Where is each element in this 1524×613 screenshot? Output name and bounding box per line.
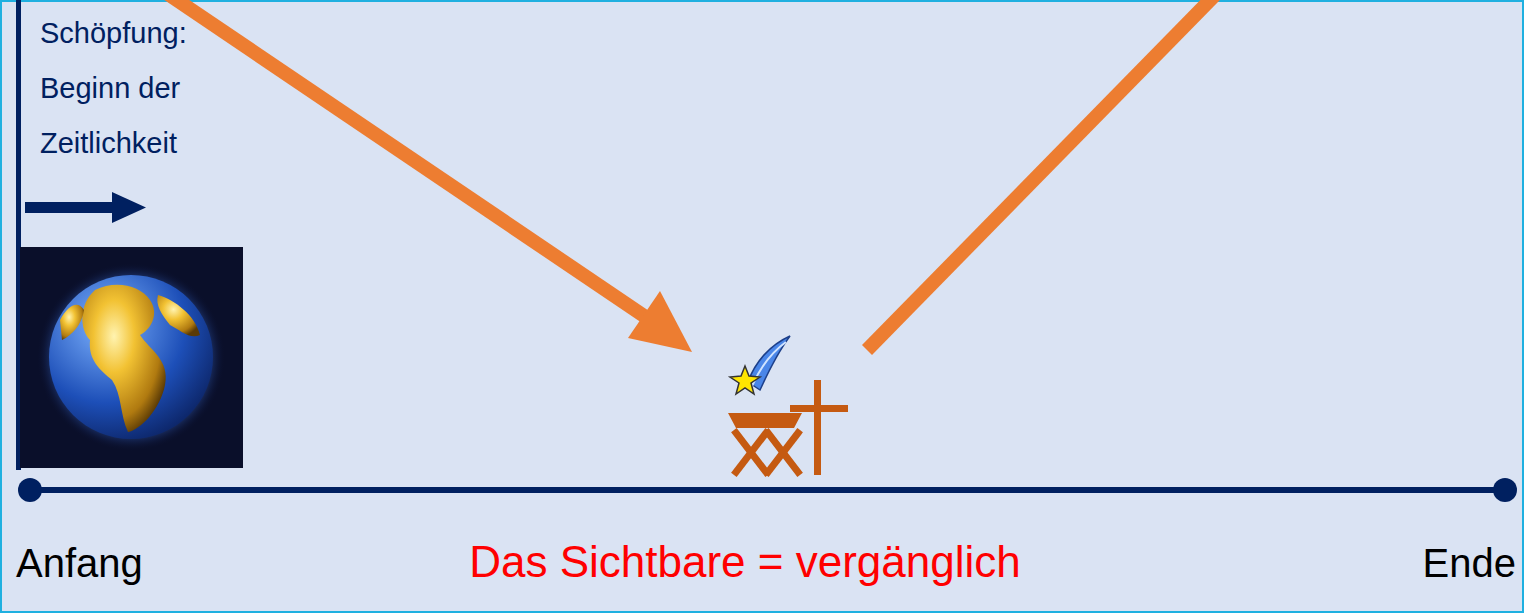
cross-symbol — [790, 380, 848, 475]
incarnation-arrows — [165, 0, 1218, 352]
time-arrow — [25, 192, 146, 223]
star-symbol — [730, 336, 790, 394]
end-label: Ende — [1423, 538, 1516, 588]
transience-note: Das Sichtbare = vergänglich — [469, 536, 1021, 588]
manger-symbol — [728, 413, 802, 472]
globe-icon — [20, 247, 243, 468]
timeline — [18, 478, 1517, 502]
start-label: Anfang — [16, 538, 143, 588]
creation-note: Schöpfung: Beginn der Zeitlichkeit — [40, 6, 255, 171]
creation-note-text: Schöpfung: Beginn der Zeitlichkeit — [40, 17, 187, 159]
start-label-text: Anfang — [16, 541, 143, 585]
end-label-text: Ende — [1423, 541, 1516, 585]
transience-note-text: Das Sichtbare = vergänglich — [469, 537, 1021, 586]
